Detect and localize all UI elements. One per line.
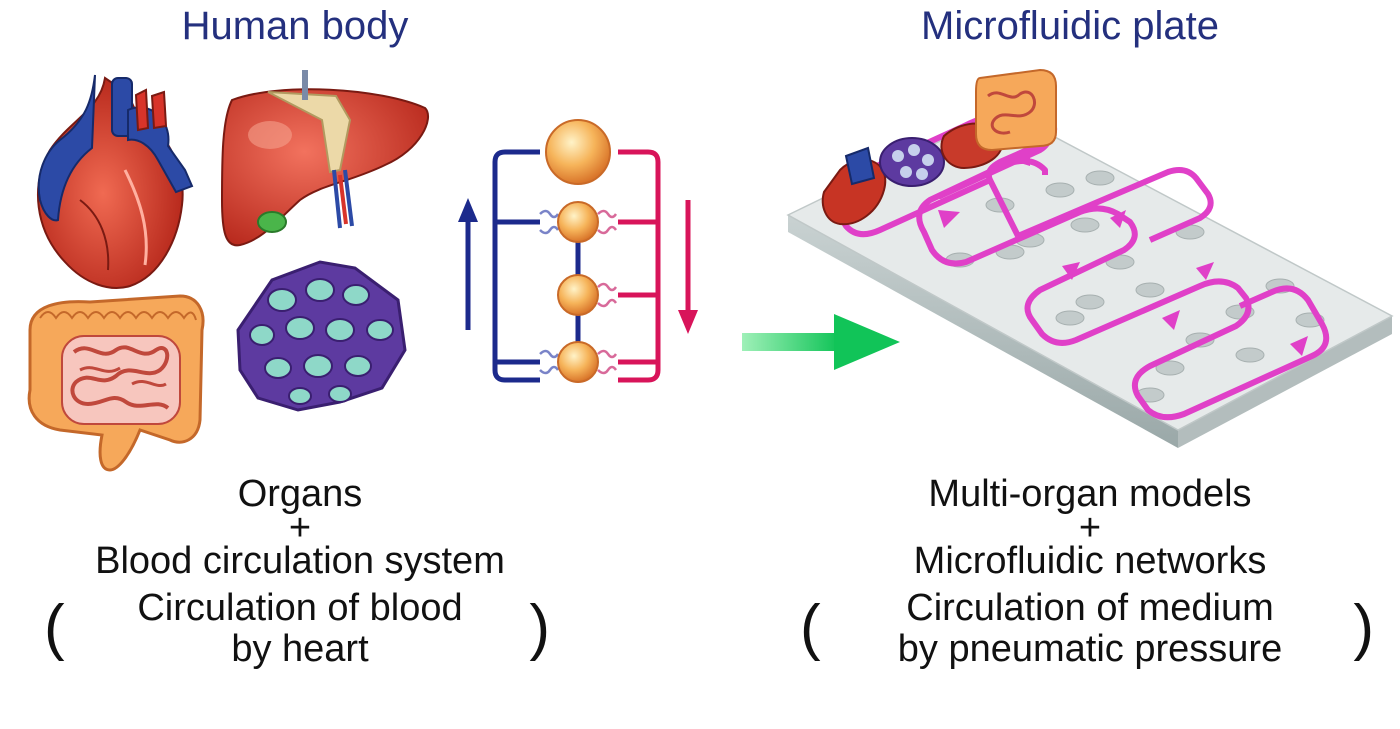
cell-cluster-illustration <box>236 260 407 412</box>
caption-multi-organ-models: Multi-organ models <box>928 473 1252 515</box>
open-paren: ( <box>800 593 821 662</box>
caption-circulation-of-blood: Circulation of blood <box>137 587 463 629</box>
caption-blood-circulation-system: Blood circulation system <box>95 540 505 582</box>
caption-plus: + <box>1078 507 1102 549</box>
caption-organs: Organs <box>237 473 363 515</box>
caption-parenthetical: ( Circulation of medium by pneumatic pre… <box>800 588 1380 670</box>
caption-circulation-of-medium: Circulation of medium <box>906 587 1274 629</box>
liver-illustration <box>220 70 430 247</box>
open-paren: ( <box>44 593 65 662</box>
caption-microfluidic-networks: Microfluidic networks <box>913 540 1267 582</box>
downward-flow-arrow <box>678 200 698 334</box>
microfluidic-plate-heading: Microfluidic plate <box>921 4 1219 48</box>
plate-intestine-model <box>975 68 1057 152</box>
plate-cell-model <box>879 137 945 187</box>
caption-by-heart: by heart <box>231 628 369 670</box>
microfluidic-plate-illustration <box>786 68 1394 448</box>
upward-flow-arrow <box>458 198 478 330</box>
transition-arrow <box>742 314 900 370</box>
intestine-illustration <box>27 294 205 472</box>
caption-by-pneumatic-pressure: by pneumatic pressure <box>897 628 1283 670</box>
human-body-caption: Organs + Blood circulation system ( Circ… <box>20 474 580 670</box>
close-paren: ) <box>529 593 550 662</box>
caption-parenthetical: ( Circulation of blood by heart ) <box>20 588 580 670</box>
circulation-schematic <box>458 119 698 383</box>
plate-heart-model <box>821 146 887 226</box>
organ-node-3 <box>557 274 599 316</box>
caption-plus: + <box>288 507 312 549</box>
organ-node-4 <box>557 341 599 383</box>
organ-node-heart <box>545 119 611 185</box>
human-body-heading: Human body <box>181 4 409 48</box>
heart-illustration <box>37 74 194 289</box>
organ-node-2 <box>557 201 599 243</box>
microfluidic-plate-caption: Multi-organ models + Microfluidic networ… <box>800 474 1380 670</box>
close-paren: ) <box>1353 593 1374 662</box>
